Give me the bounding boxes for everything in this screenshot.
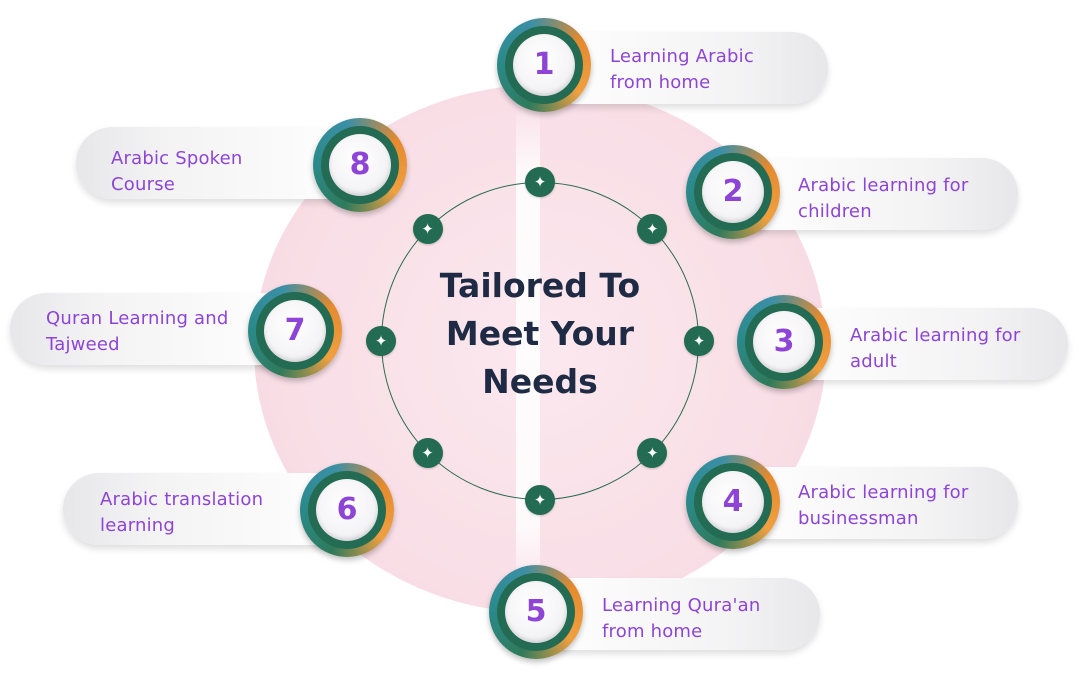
item-3-label: Arabic learning for adult [850,323,1021,375]
item-1-label: Learning Arabic from home [610,44,754,96]
sparkle-icon: ✦ [366,326,396,356]
title-line-2: Meet Your [445,314,635,353]
item-6-line-2: learning [100,515,176,536]
sparkle-icon: ✦ [684,326,714,356]
item-7-line-2: Tajweed [46,334,120,355]
item-8-line-1: Arabic Spoken [111,148,243,169]
item-7-label: Quran Learning and Tajweed [46,306,228,358]
item-6-label: Arabic translation learning [100,487,263,539]
item-2-line-2: children [798,201,872,222]
item-2-number: 2 [702,161,764,223]
sparkle-icon: ✦ [412,438,443,469]
item-4-line-1: Arabic learning for [798,482,969,503]
sparkle-icon: ✦ [525,167,555,197]
item-6-badge: 6 [300,463,394,557]
title-line-3: Needs [482,362,598,401]
item-4-label: Arabic learning for businessman [798,480,969,532]
item-8-badge: 8 [313,118,407,212]
item-5-line-1: Learning Qura'an [602,595,761,616]
item-7-badge: 7 [248,284,342,378]
item-4-line-2: businessman [798,508,919,529]
item-8-label: Arabic Spoken Course [111,146,243,198]
item-5-line-2: from home [602,621,703,642]
sparkle-icon: ✦ [525,485,555,515]
item-3-line-1: Arabic learning for [850,325,1021,346]
item-6-number: 6 [316,479,378,541]
item-7-line-1: Quran Learning and [46,308,229,329]
item-6-line-1: Arabic translation [100,489,264,510]
item-3-badge: 3 [737,295,831,389]
item-3-line-2: adult [850,351,897,372]
item-8-line-2: Course [111,174,176,195]
item-4-number: 4 [702,471,764,533]
sparkle-icon: ✦ [637,438,668,469]
item-3-number: 3 [753,311,815,373]
item-8-number: 8 [329,134,391,196]
item-2-line-1: Arabic learning for [798,175,969,196]
item-2-badge: 2 [686,145,780,239]
title-line-1: Tailored To [439,266,641,305]
item-1-badge: 1 [497,18,591,112]
sparkle-icon: ✦ [637,213,668,244]
item-4-badge: 4 [686,455,780,549]
sparkle-icon: ✦ [412,213,443,244]
item-2-label: Arabic learning for children [798,173,969,225]
item-5-label: Learning Qura'an from home [602,593,760,645]
item-1-line-2: from home [610,72,711,93]
item-1-line-1: Learning Arabic [610,46,754,67]
item-5-number: 5 [505,581,567,643]
item-7-number: 7 [264,300,326,362]
center-title: Tailored To Meet Your Needs [400,262,680,406]
item-5-badge: 5 [489,565,583,659]
item-1-number: 1 [513,34,575,96]
